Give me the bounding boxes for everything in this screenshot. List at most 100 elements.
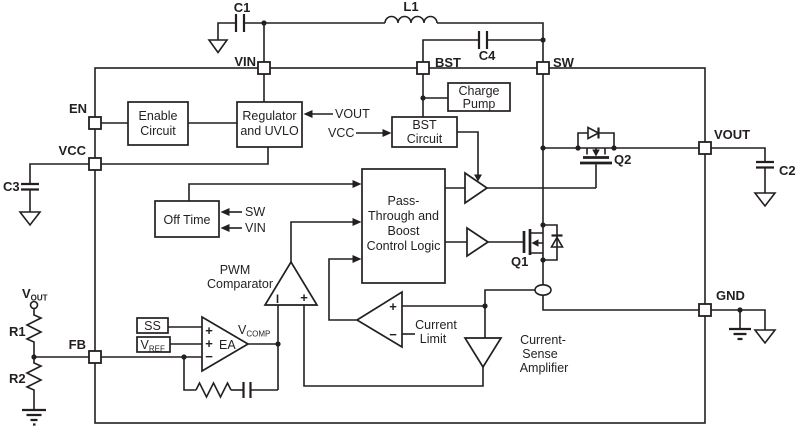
csa-label3: Amplifier — [520, 361, 569, 375]
pass-through-text3: Boost — [388, 224, 420, 238]
ss-block — [136, 317, 169, 334]
regulator-text1: Regulator — [242, 109, 296, 123]
q1-arrow-icon — [531, 239, 539, 247]
pwm-comparator-label2: Comparator — [207, 277, 273, 291]
arrow-into-logic-2 — [352, 218, 362, 226]
pwm-comparator-label1: PWM — [220, 263, 251, 277]
charge-pump-block — [447, 82, 511, 112]
feedback-divider — [22, 300, 89, 426]
comp-network-wire — [183, 357, 196, 391]
inductor-coil-icon — [384, 15, 438, 24]
bst-circuit-text2: Circuit — [407, 132, 443, 146]
arrow-bst-to-driver — [474, 174, 482, 182]
bst-circuit-text1: BST — [412, 118, 437, 132]
label-c2: C2 — [779, 163, 796, 178]
pass-through-text1: Pass- — [388, 194, 420, 208]
current-limit-out-wire — [328, 258, 357, 321]
bst-to-driver-wire — [457, 131, 479, 175]
error-amplifier-triangle — [201, 315, 250, 373]
enable-circuit-text1: Enable — [139, 109, 178, 123]
q2-arrow-icon — [592, 149, 600, 157]
off-time-block — [154, 200, 220, 238]
junction-dots — [31, 20, 743, 360]
charge-pump-text2: Pump — [463, 97, 496, 111]
signal-ground-icon — [729, 327, 751, 341]
pass-through-text2: Through and — [368, 209, 439, 223]
resistor-r1 — [25, 308, 43, 357]
current-limit-comparator-triangle — [355, 290, 403, 349]
label-r1: R1 — [9, 324, 26, 339]
vcc-cap-c3 — [18, 163, 89, 227]
pin-en — [88, 116, 102, 130]
current-limit-plus-sign: + — [389, 299, 397, 314]
pin-bst — [416, 61, 430, 75]
inductor-l1 — [263, 15, 544, 62]
output-cap-c2 — [711, 147, 777, 208]
gate-driver1-triangle — [464, 171, 489, 205]
arrowheads — [220, 110, 482, 263]
q2-mosfet — [577, 126, 615, 188]
regulator-to-vcc-wire — [101, 147, 269, 165]
pass-through-text4: Control Logic — [367, 239, 441, 253]
pin-label-en: EN — [69, 101, 87, 116]
pin-vcc — [88, 157, 102, 171]
current-limit-minus-sign: − — [389, 327, 397, 342]
ground-icon — [753, 329, 777, 345]
vout-terminal-icon — [29, 300, 39, 310]
pin-label-vcc: VCC — [59, 143, 87, 158]
current-sense-element-icon — [534, 283, 552, 296]
resistor-r2 — [25, 357, 43, 410]
current-sense-amplifier-triangle — [463, 337, 503, 369]
capacitor-c2-plates — [756, 160, 774, 169]
pwm-plus-sign: + — [300, 290, 308, 305]
current-limit-label1: Current — [415, 318, 457, 332]
csa-label2: Sense — [522, 347, 557, 361]
regulator-uvlo-block — [236, 101, 303, 148]
label-c3: C3 — [3, 179, 20, 194]
ground-icon — [753, 192, 777, 208]
ground-icon — [22, 408, 46, 426]
bootstrap-cap-c4 — [422, 31, 543, 62]
capacitor-c3-plates — [21, 182, 39, 191]
label-vout-terminal: VOUT — [22, 286, 48, 303]
pin-label-sw: SW — [553, 55, 575, 70]
pin-gnd — [698, 303, 712, 317]
ground-icon — [18, 211, 42, 227]
capacitor-c4-plates — [477, 31, 489, 49]
pin-label-gnd: GND — [716, 288, 745, 303]
pwm-out-wire — [290, 221, 353, 262]
q2-body-diode-icon — [587, 126, 601, 140]
signal-vin: VIN — [245, 221, 266, 235]
vref-block — [136, 336, 171, 353]
enable-circuit-block — [127, 101, 189, 146]
q1-mosfet — [488, 224, 564, 261]
offtime-out-wire — [188, 183, 353, 201]
bst-circuit-block — [391, 116, 458, 148]
q1-body-diode-icon — [550, 235, 564, 248]
pin-vin — [257, 61, 271, 75]
comp-resistor — [195, 381, 232, 399]
signal-vout: VOUT — [335, 107, 370, 121]
sense-tap-wire — [484, 289, 535, 338]
pin-fb — [88, 350, 102, 364]
ea-minus-sign: − — [205, 349, 213, 364]
comp-capacitor-plates — [242, 382, 252, 398]
pin-label-vin: VIN — [234, 54, 256, 69]
control-wires — [168, 187, 484, 399]
label-l1: L1 — [403, 0, 418, 14]
pin-label-fb: FB — [69, 337, 86, 352]
regulator-text2: and UVLO — [240, 124, 299, 138]
pwm-comparator-triangle — [263, 260, 319, 306]
ground-icon — [207, 39, 229, 54]
input-cap-c1 — [207, 14, 264, 54]
power-stage — [402, 74, 699, 338]
pin-label-bst: BST — [435, 55, 461, 70]
arrow-into-logic-3 — [352, 255, 362, 263]
vref-text: VREF — [141, 338, 165, 354]
arrow-vcc-to-bst — [382, 129, 392, 137]
ss-text: SS — [144, 319, 161, 333]
label-q1: Q1 — [511, 254, 528, 269]
signal-vcc: VCC — [328, 126, 354, 140]
pin-label-vout: VOUT — [714, 127, 750, 142]
